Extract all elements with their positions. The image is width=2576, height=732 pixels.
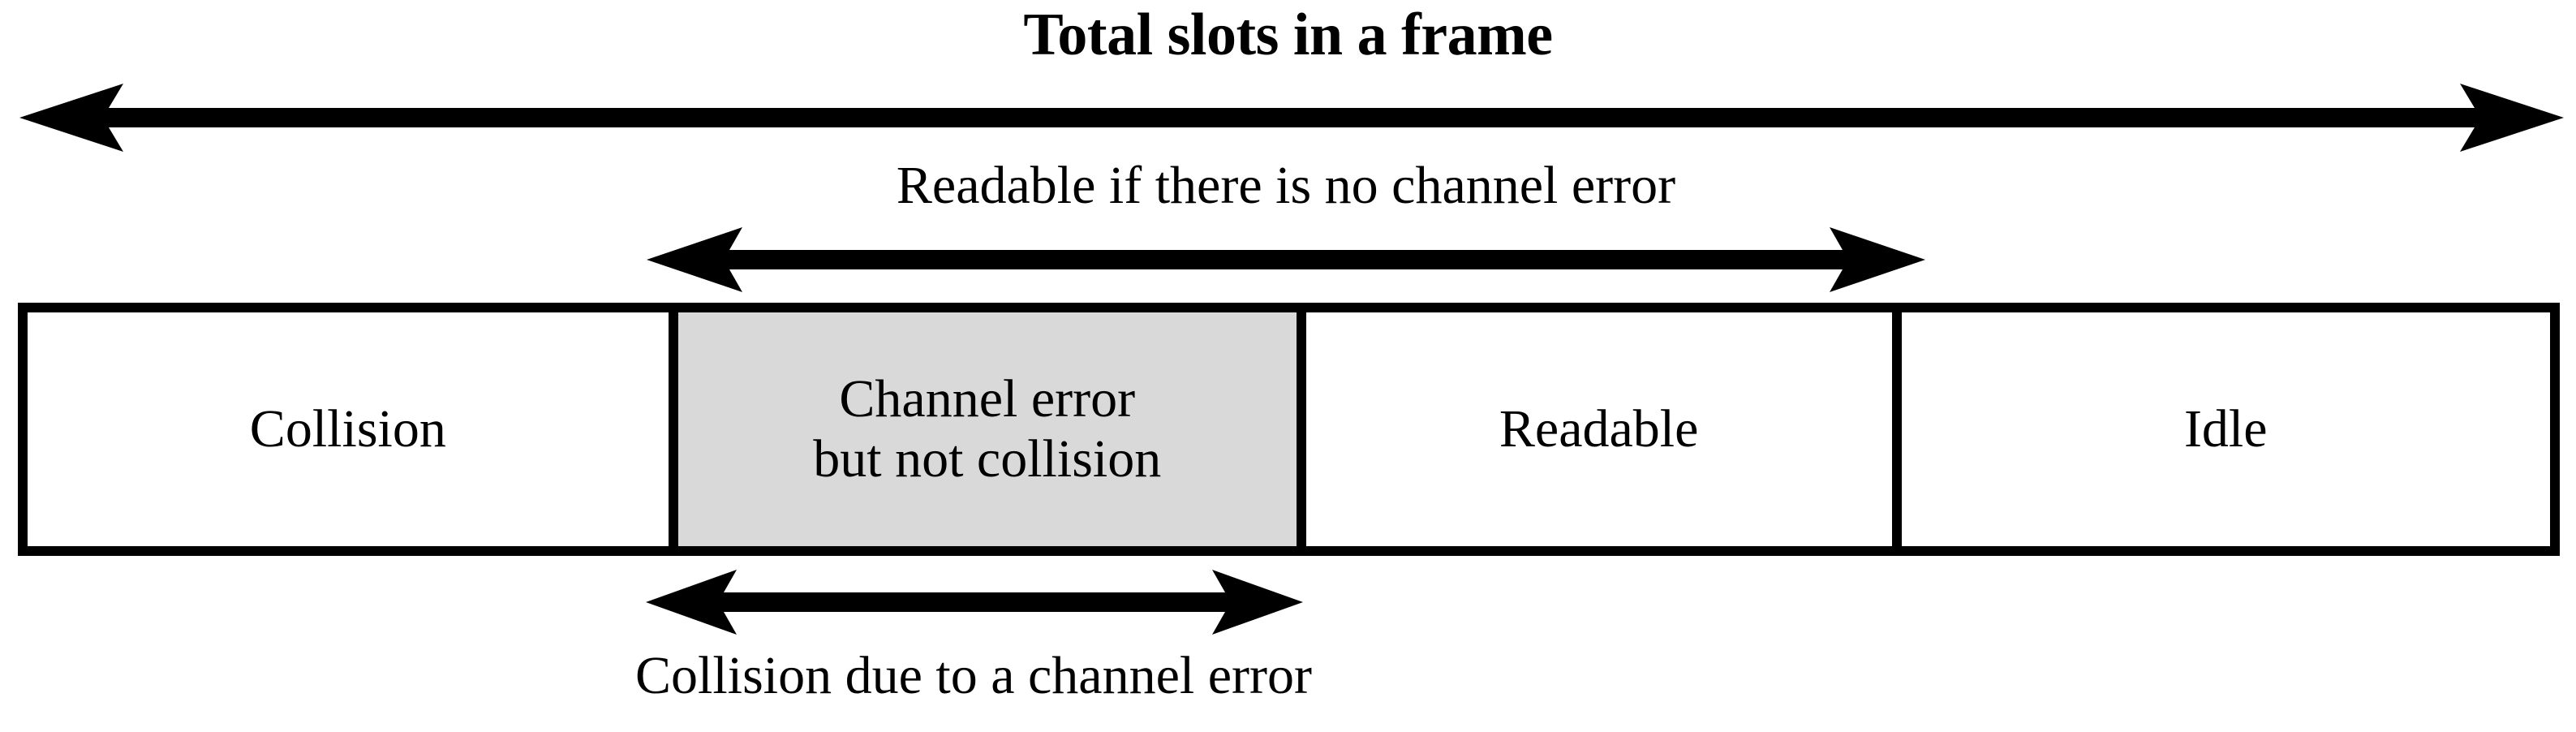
collision-due-to-error-arrow [646, 566, 1303, 639]
slot-cell-collision[interactable]: Collision [28, 312, 669, 546]
slot-cell-collision-line1: Collision [249, 399, 446, 459]
slot-cell-idle[interactable]: Idle [1891, 312, 2550, 546]
total-slots-arrow [19, 81, 2564, 154]
slot-cell-idle-label: Idle [2184, 399, 2268, 459]
slot-bar: Collision Channel error but not collisio… [18, 303, 2560, 556]
slot-cell-channel-error-not-collision[interactable]: Channel error but not collision [668, 312, 1297, 546]
slot-cell-readable-line1: Readable [1499, 399, 1699, 459]
slot-cell-channel-error-label: Channel error but not collision [813, 369, 1161, 489]
slot-cell-readable[interactable]: Readable [1296, 312, 1892, 546]
collision-due-to-error-label: Collision due to a channel error [635, 646, 1312, 705]
slot-cell-channel-error-line1: Channel error [839, 369, 1136, 429]
slot-cell-collision-label: Collision [250, 399, 446, 459]
readable-no-error-arrow [647, 223, 1925, 296]
slot-cell-readable-label: Readable [1499, 399, 1699, 459]
readable-no-error-label: Readable if there is no channel error [896, 156, 1676, 215]
slot-cell-idle-line1: Idle [2183, 399, 2268, 459]
diagram-title: Total slots in a frame [1023, 2, 1553, 68]
slot-cell-channel-error-line2: but not collision [813, 429, 1162, 489]
